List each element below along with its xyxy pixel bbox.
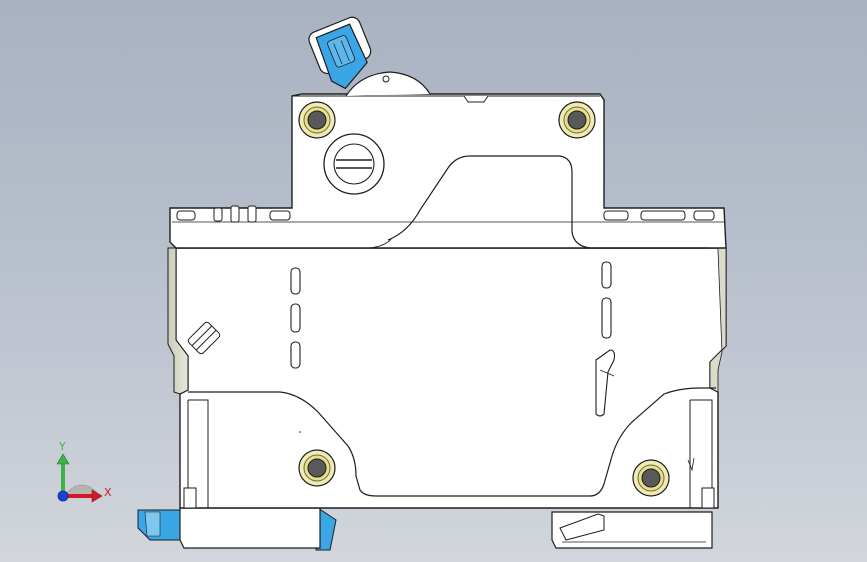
breaker-housing bbox=[167, 93, 727, 509]
grip-ridges bbox=[187, 321, 221, 355]
triad-y-arrow bbox=[56, 453, 70, 465]
base-plate-right bbox=[551, 511, 713, 549]
slots-right-column bbox=[595, 261, 616, 417]
slots-left-column bbox=[290, 267, 301, 369]
terminal-frame-left bbox=[183, 399, 209, 509]
triad-x-label: X bbox=[104, 486, 112, 499]
din-rail-clip-left bbox=[137, 507, 337, 551]
axis-triad[interactable]: X Y bbox=[44, 440, 124, 510]
triad-x-arrow bbox=[91, 489, 103, 503]
terminal-frame-right bbox=[687, 399, 715, 509]
screw-terminal-bottom-right bbox=[632, 459, 670, 497]
screw-terminal-top-right bbox=[558, 101, 596, 139]
screw-terminal-top-left bbox=[298, 101, 336, 139]
base-plate-left bbox=[179, 507, 321, 549]
triad-z-axis bbox=[57, 490, 69, 502]
vent-slots-right bbox=[603, 210, 715, 221]
screw-terminal-bottom-left bbox=[298, 449, 336, 487]
indicator-window bbox=[323, 133, 385, 195]
center-recess bbox=[176, 155, 716, 497]
vent-slots-left bbox=[176, 205, 291, 223]
toggle-lever bbox=[308, 16, 372, 90]
triad-y-label: Y bbox=[59, 440, 66, 453]
lever-pivot bbox=[345, 71, 431, 97]
top-notch bbox=[463, 95, 489, 103]
